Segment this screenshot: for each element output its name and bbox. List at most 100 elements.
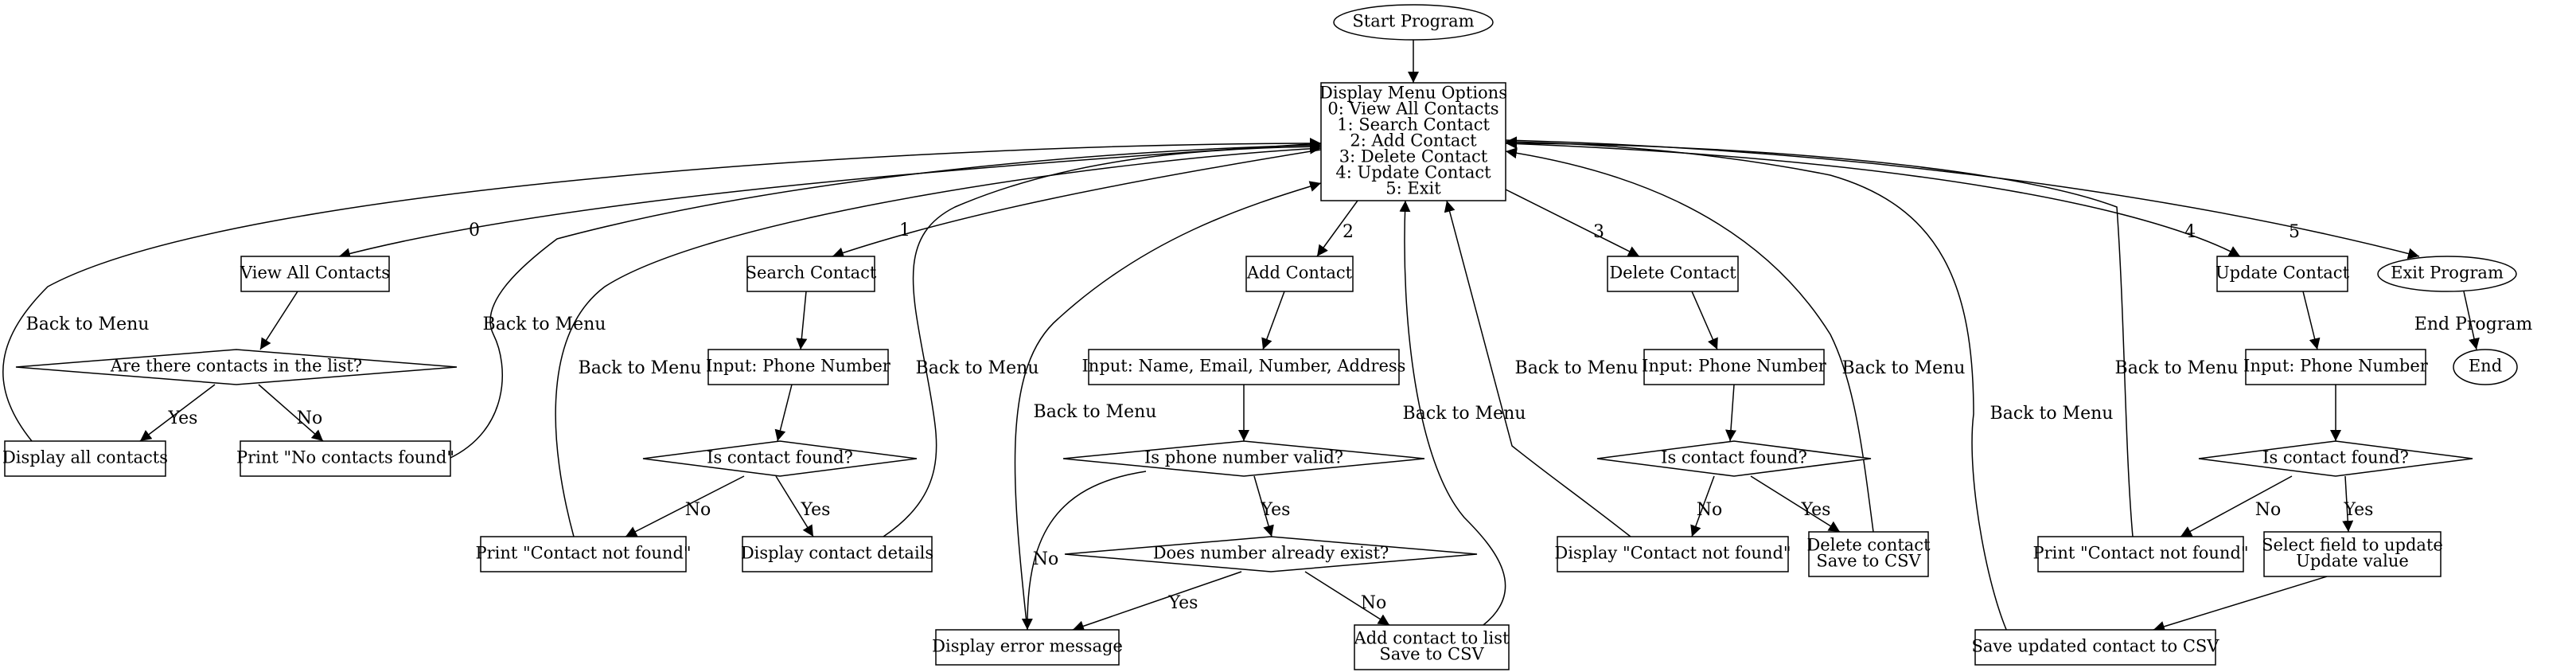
edge-search-to-s-input <box>796 291 808 350</box>
box-shape <box>1808 531 1929 577</box>
edge-a-error-to-menu <box>1014 181 1322 631</box>
node-text: Input: Phone Number <box>706 357 891 376</box>
node-s-notfound: Print "Contact not found" <box>475 536 692 572</box>
node-text: Does number already exist? <box>1153 544 1389 563</box>
edge-u-select-to-u-save <box>2153 576 2328 632</box>
box-shape <box>1354 624 1510 670</box>
ellipse-shape <box>1333 4 1494 41</box>
diamond-shape <box>1062 440 1425 477</box>
node-text: Display Menu Options <box>1319 84 1507 103</box>
edge-label: Back to Menu <box>916 358 1039 378</box>
box-shape <box>2216 256 2348 292</box>
diamond-shape <box>15 349 458 385</box>
node-a-exists: Does number already exist? <box>1064 536 1478 572</box>
edge-label: 2 <box>1343 222 1354 242</box>
edge-menu-to-update <box>1505 143 2241 257</box>
box-shape <box>1557 536 1789 572</box>
edge-exit-to-end <box>2463 291 2480 350</box>
node-end: End <box>2453 349 2518 385</box>
node-add: Add Contact <box>1245 256 1354 292</box>
box-shape <box>240 256 390 292</box>
node-text: 3: Delete Contact <box>1339 147 1488 166</box>
node-text: Search Contact <box>746 264 877 283</box>
box-shape <box>1088 349 1400 385</box>
edge-label: Yes <box>801 500 831 520</box>
node-text: Delete contact <box>1806 536 1931 555</box>
edge-menu-to-add <box>1316 200 1358 257</box>
diamond-shape <box>1596 440 1872 477</box>
node-text: Print "Contact not found" <box>475 544 691 563</box>
box-shape <box>1974 629 2216 666</box>
edge-a-valid-to-a-error <box>1021 471 1147 631</box>
edge-menu-to-exit <box>1505 139 2420 260</box>
node-d-found: Is contact found? <box>1596 440 1872 477</box>
edge-u-found-to-u-select <box>2342 475 2354 533</box>
box-shape <box>935 629 1120 666</box>
box-shape <box>1320 82 1506 201</box>
edges-layer <box>2 40 2480 648</box>
box-shape <box>746 256 875 292</box>
diamond-shape <box>1064 536 1478 572</box>
node-text: Display "Contact not found" <box>1554 544 1791 563</box>
node-text: Save updated contact to CSV <box>1972 637 2220 656</box>
diamond-shape <box>2198 440 2473 477</box>
box-shape <box>480 536 687 572</box>
box-shape <box>2037 536 2244 572</box>
box-shape <box>1607 256 1739 292</box>
edge-d-found-to-d-delete <box>1750 475 1841 533</box>
edge-d-input-to-d-found <box>1725 384 1736 442</box>
node-delete: Delete Contact <box>1607 256 1739 292</box>
edge-delete-to-d-input <box>1691 291 1718 350</box>
node-text: Display all contacts <box>2 448 168 467</box>
edge-label: 3 <box>1593 222 1604 242</box>
node-text: Is phone number valid? <box>1144 448 1343 467</box>
node-view-all: View All Contacts <box>240 256 390 292</box>
edge-a-valid-to-a-exists <box>1253 475 1274 537</box>
edge-label: 4 <box>2184 222 2196 242</box>
edge-menu-to-delete <box>1505 189 1640 257</box>
node-s-input: Input: Phone Number <box>706 349 891 385</box>
edge-label: No <box>1033 549 1059 569</box>
edge-u-found-to-u-notfound <box>2180 475 2293 537</box>
edge-a-save-to-menu <box>1399 200 1506 626</box>
edge-label: Back to Menu <box>483 315 606 334</box>
node-text: End <box>2469 357 2502 376</box>
edge-label: No <box>2255 500 2282 520</box>
node-text: Print "Contact not found" <box>2032 544 2248 563</box>
node-text: Display contact details <box>741 544 933 563</box>
edge-label: Yes <box>2344 500 2374 520</box>
node-a-input: Input: Name, Email, Number, Address <box>1082 349 1405 385</box>
ellipse-shape <box>2453 349 2518 385</box>
node-text: Input: Phone Number <box>2243 357 2429 376</box>
edge-label: Back to Menu <box>579 358 702 378</box>
edge-s-found-to-s-notfound <box>625 475 745 537</box>
node-text: Exit Program <box>2391 264 2504 283</box>
node-exit: Exit Program <box>2377 256 2517 292</box>
node-text: Save to CSV <box>1816 552 1921 571</box>
edge-u-save-to-menu <box>1505 136 2016 648</box>
edge-no-contacts-to-menu <box>448 139 1322 459</box>
node-text: Add contact to list <box>1354 629 1510 648</box>
node-a-valid: Is phone number valid? <box>1062 440 1425 477</box>
node-text: View All Contacts <box>240 264 390 283</box>
edge-any-contacts-to-no-contacts <box>258 384 324 442</box>
box-shape <box>707 349 889 385</box>
node-text: 0: View All Contacts <box>1327 100 1498 119</box>
node-search: Search Contact <box>746 256 877 292</box>
edge-label: Yes <box>1801 500 1831 520</box>
node-s-details: Display contact details <box>741 536 933 572</box>
node-text: Update value <box>2296 552 2409 571</box>
node-u-notfound: Print "Contact not found" <box>2032 536 2249 572</box>
edge-s-input-to-s-found <box>774 384 793 442</box>
edge-label: Back to Menu <box>1990 404 2114 424</box>
edge-label: No <box>1697 500 1723 520</box>
edge-d-delete-to-menu <box>1505 147 1874 533</box>
node-u-input: Input: Phone Number <box>2243 349 2429 385</box>
box-shape <box>742 536 933 572</box>
box-shape <box>240 440 451 477</box>
node-no-contacts: Print "No contacts found" <box>236 440 454 477</box>
